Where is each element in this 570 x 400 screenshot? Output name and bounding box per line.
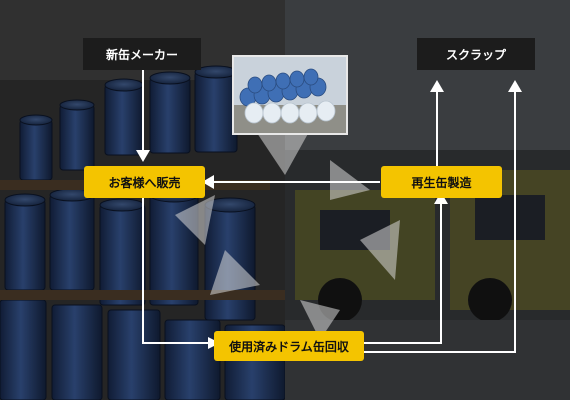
node-new-can-manufacturer: 新缶メーカー [83, 38, 201, 70]
node-label: 使用済みドラム缶回収 [229, 339, 349, 354]
node-label: お客様へ販売 [108, 175, 181, 190]
flow-arrows [142, 70, 516, 353]
node-customer-sales: お客様へ販売 [84, 166, 205, 198]
node-recycled-can-production: 再生缶製造 [381, 166, 502, 198]
node-used-drum-collection: 使用済みドラム缶回収 [214, 331, 364, 361]
node-label: 再生缶製造 [411, 175, 472, 190]
recycle-symbol-icon [175, 130, 400, 340]
node-scrap: スクラップ [417, 38, 535, 70]
node-label: スクラップ [445, 47, 506, 62]
drum-stack-photo-icon [232, 55, 348, 135]
node-label: 新缶メーカー [105, 47, 178, 62]
